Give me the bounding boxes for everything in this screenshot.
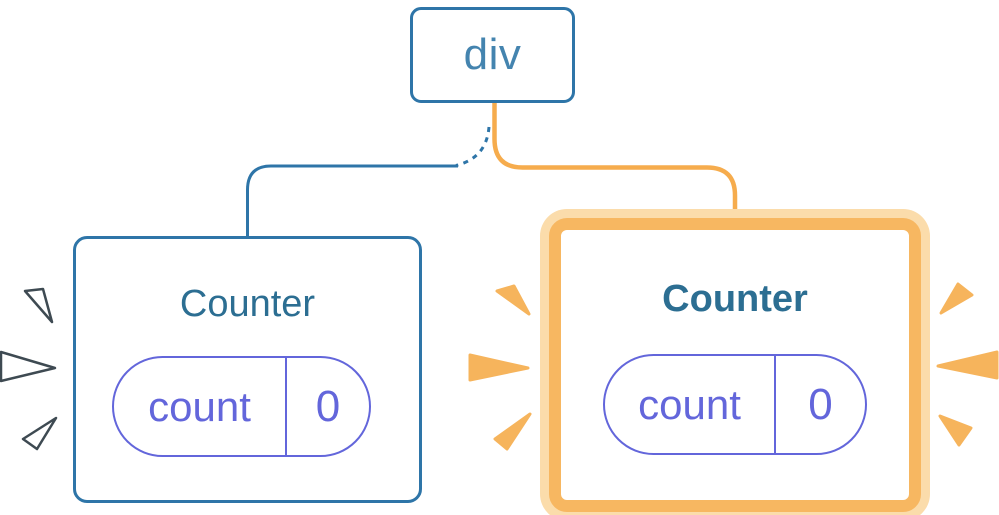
spark-icon [21,416,58,451]
counter-node-plain: Counter count 0 [73,236,422,503]
spark-icon [468,353,530,382]
state-value: 0 [315,381,341,431]
connector-left-line [246,164,458,237]
counter-node-highlighted: Counter count 0 [549,218,921,512]
state-pill: count 0 [112,356,371,457]
spark-icon [495,284,531,316]
counter-title: Counter [662,278,808,320]
state-key: count [114,358,287,455]
spark-icon [938,414,973,447]
connector-right-core [492,100,738,232]
spark-icon [493,412,532,451]
sparks-left-group [0,287,58,451]
state-value: 0 [808,379,833,429]
state-key: count [605,356,776,453]
spark-icon [936,350,999,380]
spark-icon [23,287,54,324]
connector-left-dashed-segment [455,126,491,167]
root-node: div [410,7,575,103]
sparks-highlight-left-group [468,284,532,451]
sparks-highlight-right-group [936,282,999,447]
state-pill: count 0 [603,354,867,455]
root-node-label: div [463,30,522,79]
spark-icon [0,350,57,383]
spark-icon [939,282,974,315]
counter-title: Counter [179,283,316,325]
